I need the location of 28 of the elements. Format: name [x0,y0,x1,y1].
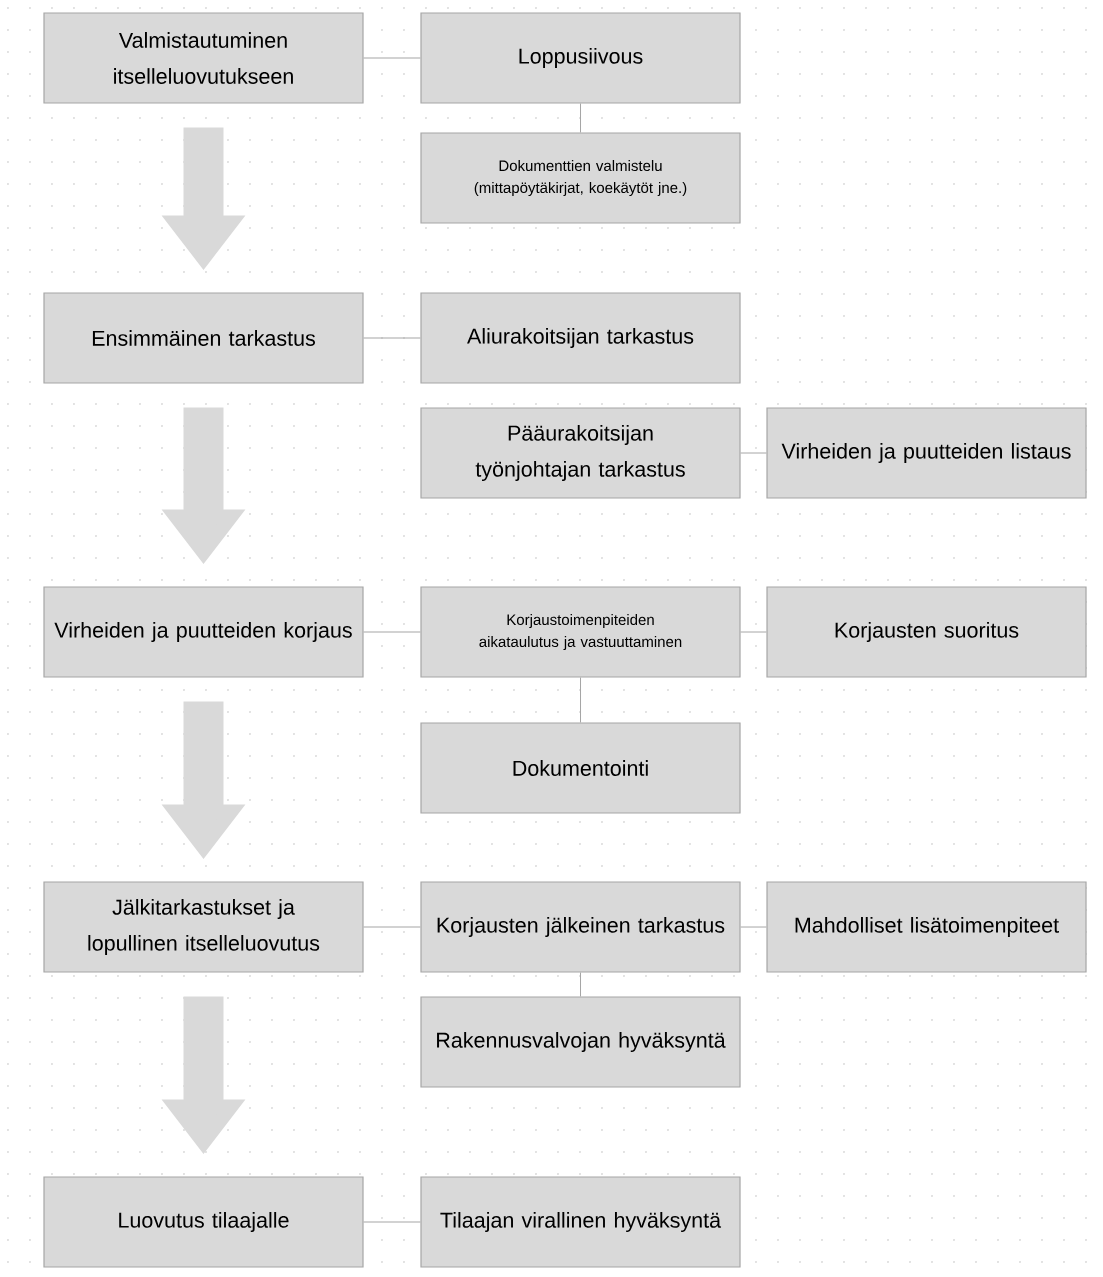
process-box: Aliurakoitsijan tarkastus [420,292,741,384]
connector-line [363,631,421,633]
process-box: Dokumentointi [420,722,741,814]
process-box: Pääurakoitsijan työnjohtajan tarkastus [420,407,741,499]
connector-line [580,103,581,133]
connector-line [363,926,421,928]
connector-line [363,57,421,59]
connector-line [740,631,767,633]
connector-line [363,337,421,339]
process-box: Jälkitarkastukset ja lopullinen itselleluovutus [43,881,364,973]
connector-line [580,972,581,997]
process-box: Korjaustoimenpiteiden aikataulutus ja vastuuttaminen [420,586,741,678]
connector-line [363,1221,421,1223]
process-box: Korjausten jälkeinen tarkastus [420,881,741,973]
process-box: Mahdolliset lisätoimenpiteet [766,881,1087,973]
connector-line [740,452,767,454]
process-box: Virheiden ja puutteiden listaus [766,407,1087,499]
process-box: Tilaajan virallinen hyväksyntä [420,1176,741,1268]
connector-line [740,926,767,928]
process-box: Rakennusvalvojan hyväksyntä [420,996,741,1088]
process-box: Luovutus tilaajalle [43,1176,364,1268]
process-box: Korjausten suoritus [766,586,1087,678]
process-box: Valmistautuminen itselleluovutukseen [43,12,364,104]
process-box: Virheiden ja puutteiden korjaus [43,586,364,678]
process-box: Loppusiivous [420,12,741,104]
process-box: Dokumenttien valmistelu (mittapöytäkirjat, koekäytöt jne.) [420,132,741,224]
connector-line [580,677,581,723]
process-box: Ensimmäinen tarkastus [43,292,364,384]
